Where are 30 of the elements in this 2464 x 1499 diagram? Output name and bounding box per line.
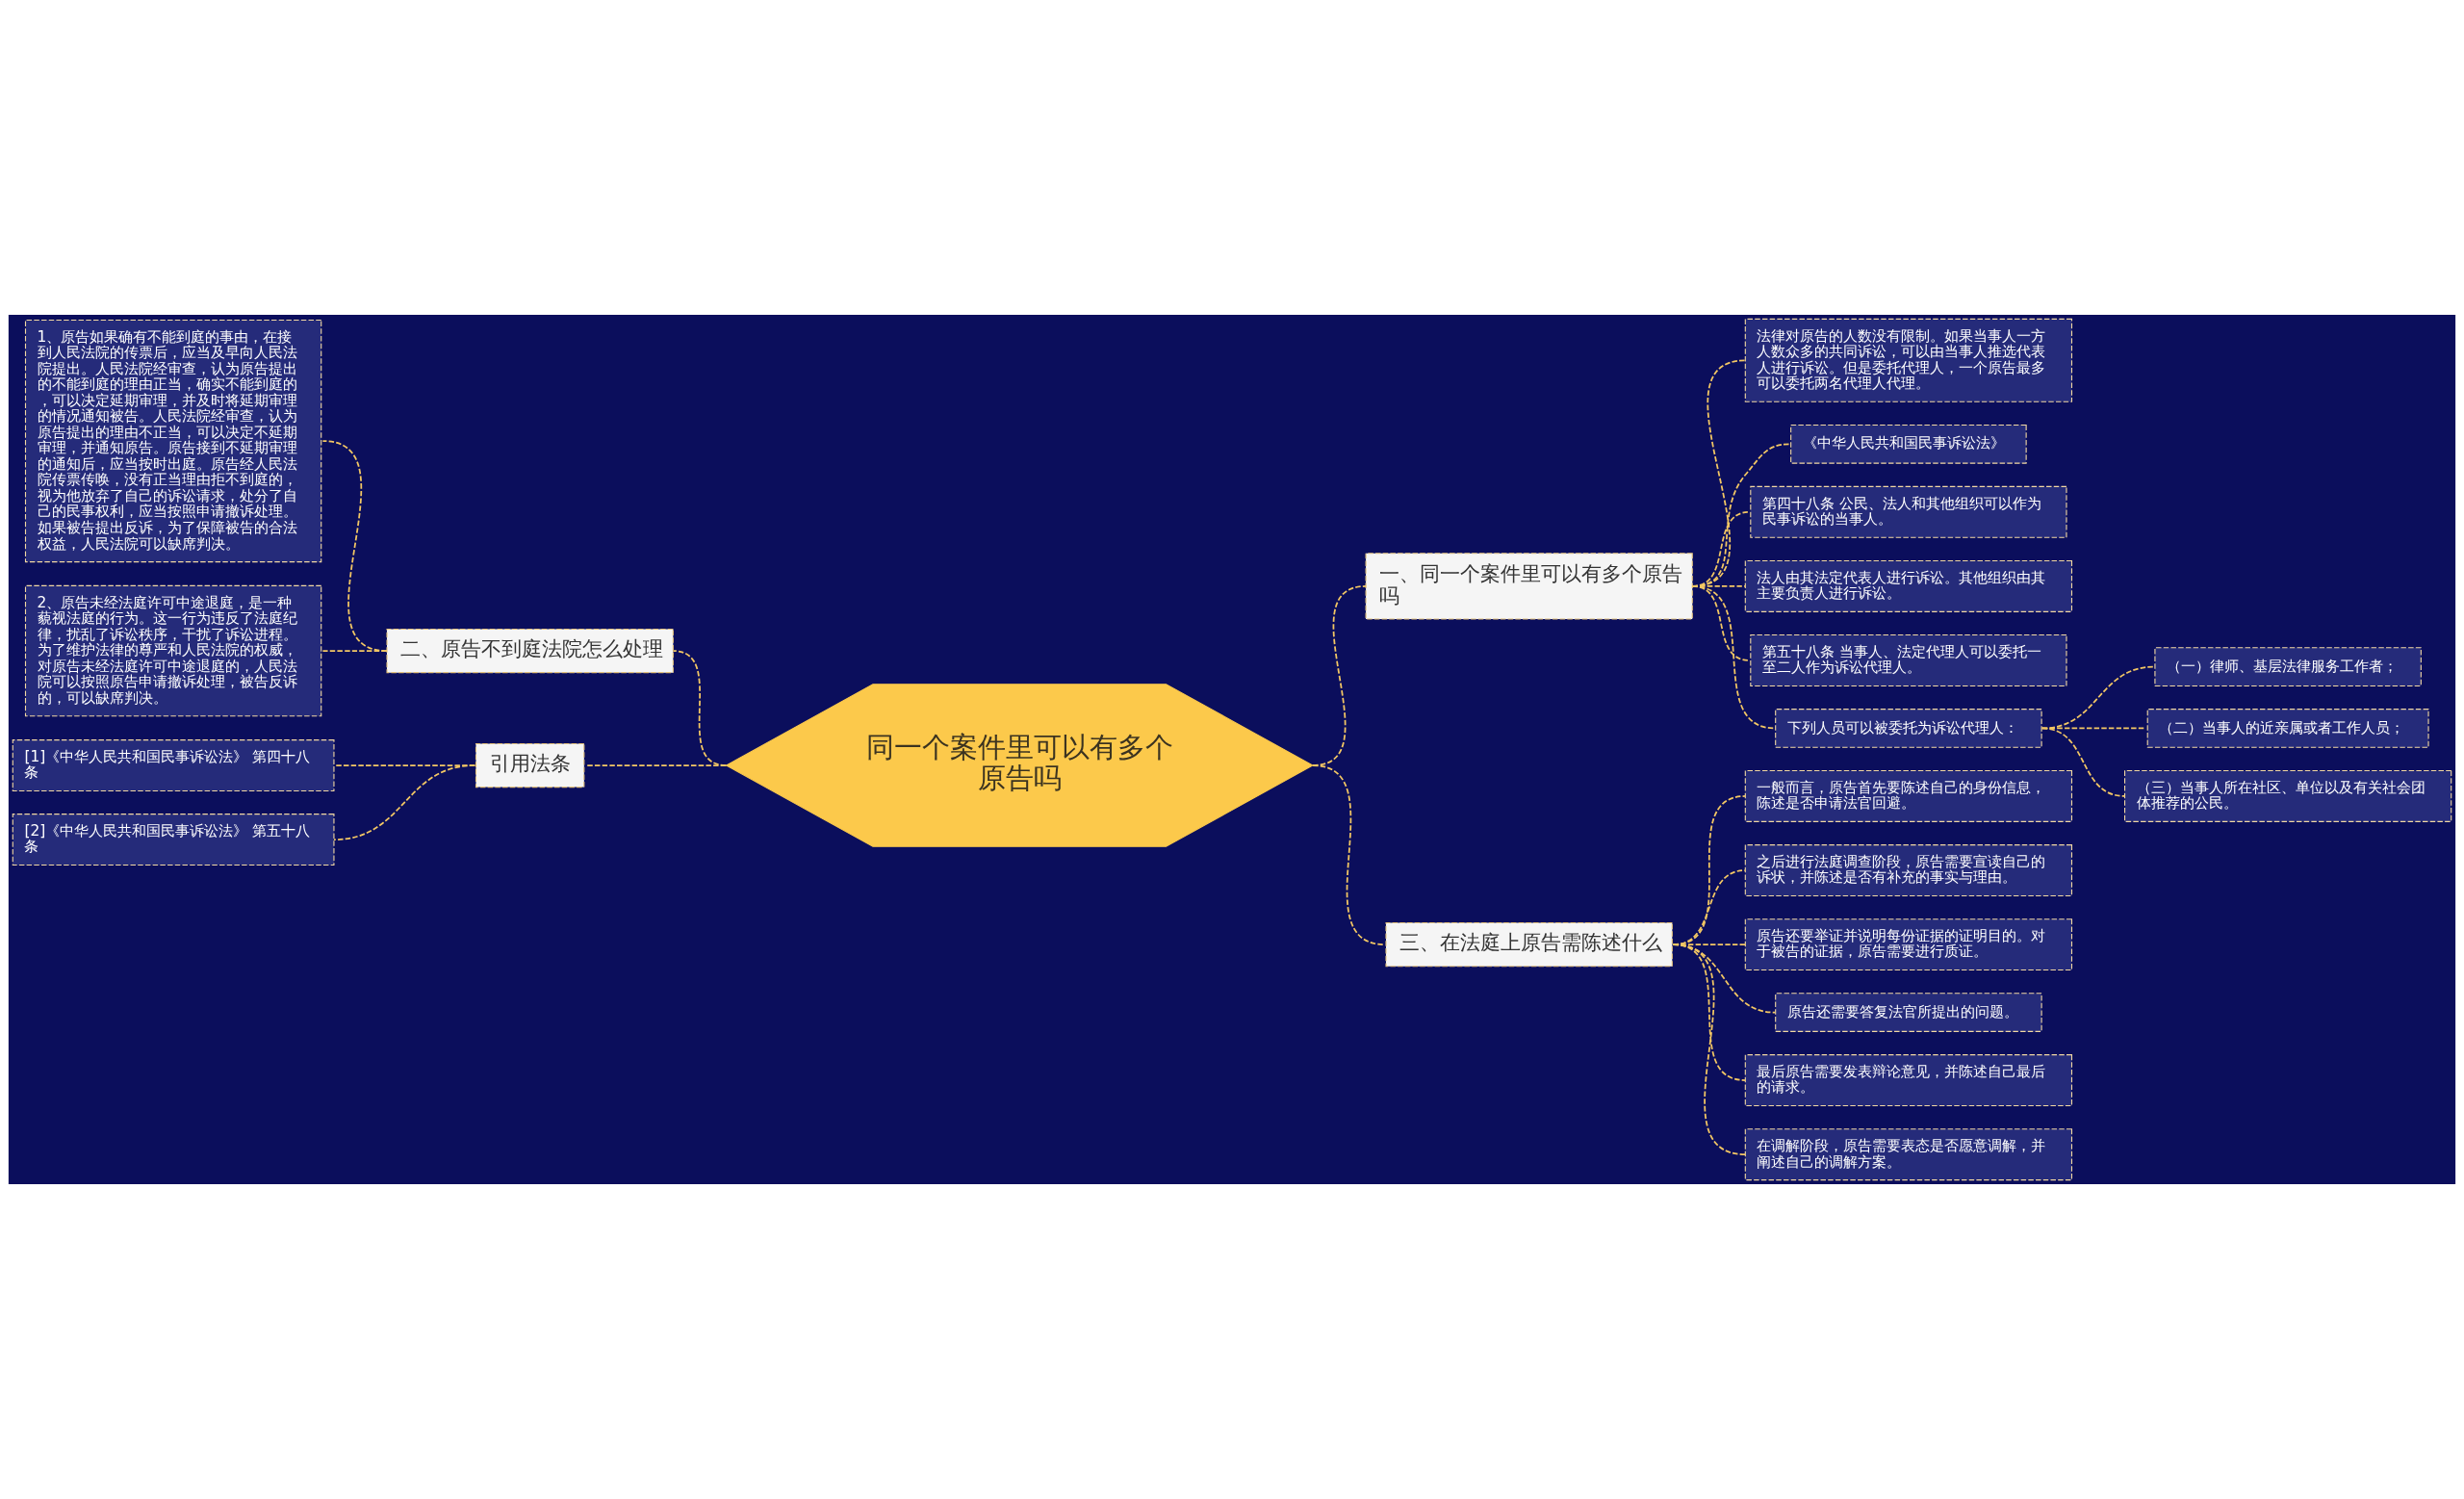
- connector: [1312, 764, 1386, 945]
- connector: [321, 650, 388, 652]
- node-box: 三、在法庭上原告需陈述什么: [1385, 922, 1673, 968]
- node-box: 2、原告未经法庭许可中途退庭，是一种藐视法庭的行为。这一行为违反了法庭纪律，扰乱了诉讼秩序，干扰了诉讼进程。为了维护法律的尊严和人民法院的权威，对原告未经法庭许可中途退庭的，人民法院可以按照原告申请撤诉处理，被告反诉的，可以缺席判决。: [24, 584, 322, 717]
- node-box: 最后原告需要发表辩论意见，并陈述自己最后的请求。: [1744, 1054, 2073, 1107]
- connector: [321, 440, 388, 652]
- connector: [584, 764, 728, 766]
- node-box: [2]《中华人民共和国民事诉讼法》 第五十八条: [12, 814, 335, 866]
- node-box: 法人由其法定代表人进行诉讼。其他组织由其主要负责人进行诉讼。: [1744, 559, 2073, 612]
- node-box: 1、原告如果确有不能到庭的事由，在接到人民法院的传票后，应当及早向人民法院提出。人民法院经审查，认为原告提出的不能到庭的理由正当，确实不能到庭的，可以决定延期审理，并及时将延期审理的情况通知被告。人民法院经审查，认为原告提出的理由不正当，可以决定不延期审理，并通知原告。原告接到不延期审理的通知后，应当按时出庭。原告经人民法院传票传唤，没有正当理由拒不到庭的，视为他放弃了自己的诉讼请求，处分了自己的民事权利，应当按照申请撤诉处理。如果被告提出反诉，为了保障被告的合法权益，人民法院可以缺席判决。: [24, 319, 322, 563]
- node-box: （一）律师、基层法律服务工作者；: [2154, 647, 2422, 686]
- node-box: 原告还需要答复法官所提出的问题。: [1775, 993, 2042, 1032]
- node-box: 引用法条: [475, 742, 585, 788]
- connector: [2040, 727, 2126, 797]
- node-box: （二）当事人的近亲属或者工作人员；: [2146, 709, 2429, 748]
- node-box: 《中华人民共和国民事诉讼法》: [1790, 424, 2027, 464]
- node-box: 第五十八条 当事人、法定代理人可以委托一至二人作为诉讼代理人。: [1750, 634, 2067, 686]
- node-box: [1]《中华人民共和国民事诉讼法》 第四十八条: [12, 739, 335, 791]
- node-box: （三）当事人所在社区、单位以及有关社会团体推荐的公民。: [2124, 769, 2452, 822]
- connector: [333, 764, 476, 840]
- node-box: 在调解阶段，原告需要表态是否愿意调解，并阐述自己的调解方案。: [1744, 1128, 2073, 1181]
- node-box: 二、原告不到庭法院怎么处理: [386, 628, 674, 674]
- node-box: 一般而言，原告首先要陈述自己的身份信息，陈述是否申请法官回避。: [1744, 769, 2073, 822]
- node-box: 原告还要举证并说明每份证据的证明目的。对于被告的证据，原告需要进行质证。: [1744, 918, 2073, 971]
- connector: [1672, 943, 1747, 1156]
- node-box: 一、同一个案件里可以有多个原告吗: [1365, 553, 1693, 620]
- node-box: 下列人员可以被委托为诉讼代理人：: [1775, 709, 2042, 748]
- node-box: 第四十八条 公民、法人和其他组织可以作为民事诉讼的当事人。: [1750, 485, 2067, 538]
- node-box: 之后进行法庭调查阶段，原告需要宣读自己的诉状，并陈述是否有补充的事实与理由。: [1744, 844, 2073, 896]
- node-box: 法律对原告的人数没有限制。如果当事人一方人数众多的共同诉讼，可以由当事人推选代表人进行诉讼。但是委托代理人，一个原告最多可以委托两名代理人代理。: [1744, 318, 2073, 402]
